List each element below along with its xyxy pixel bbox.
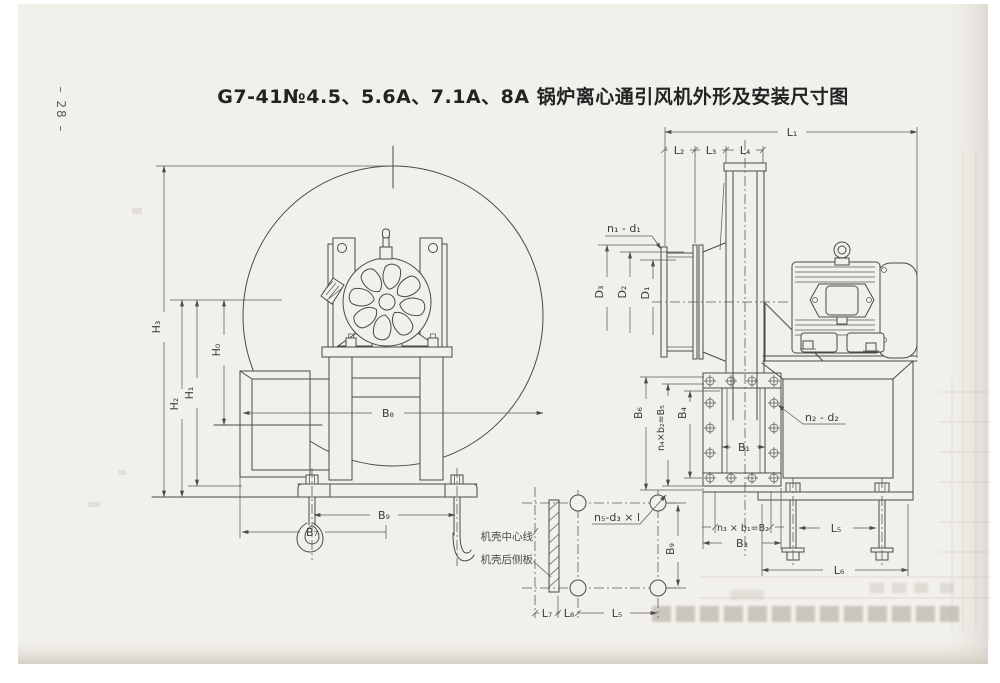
shaft-stub (380, 247, 392, 259)
side-view: L₁ L₂ L₃ L₄ n₁ - d₁ (593, 126, 917, 577)
dim-b8: B₈ (242, 407, 544, 420)
motor-terminal-box (810, 284, 874, 324)
motor-cooling-fins (795, 267, 875, 335)
dim-label-h0: H₀ (210, 343, 223, 356)
dim-label-l1: L₁ (787, 126, 798, 139)
bleed-through-text (652, 583, 959, 622)
bolt-hole (570, 580, 586, 596)
page-title: G7-41№4.5、5.6A、7.1A、8A 锅炉离心通引风机外形及安装尺寸图 (217, 85, 848, 108)
dim-l6: L₆ (762, 504, 908, 577)
dim-label-b2: n₃ × b₁=B₂ (717, 523, 769, 534)
dim-label-h3: H₃ (150, 321, 163, 334)
page-number: – 28 – (54, 87, 68, 134)
dim-b4: B₄ (676, 391, 720, 478)
dim-label-b3: B₃ (736, 537, 748, 550)
dim-label-h1: H₁ (183, 387, 196, 400)
dim-l1: L₁ (664, 126, 918, 139)
dim-label-b9-detail: B₉ (664, 543, 677, 555)
dim-label-b7: B₇ (306, 526, 318, 539)
motor-eye-bolt (834, 242, 850, 265)
dim-label-l6: L₆ (834, 564, 845, 577)
dim-b7: B₇ (241, 525, 386, 539)
dim-label-b9-front: B₉ (378, 509, 390, 522)
dim-l2-l3-l4: L₂ L₃ L₄ (661, 144, 766, 243)
bolt-hole (570, 495, 586, 511)
dim-label-d2: D₂ (616, 286, 629, 299)
outlet-flange (703, 373, 781, 492)
callout-label-n2-d2: n₂ - d₂ (805, 411, 839, 424)
dim-label-l2: L₂ (674, 144, 685, 157)
dim-label-d1: D₁ (639, 287, 652, 300)
dim-label-l5-side: L₅ (831, 522, 842, 535)
page-bottom-shade (18, 640, 988, 664)
dim-b5: n₄×b₂=B₅ (656, 384, 704, 486)
dim-l5-side: L₅ (798, 522, 877, 535)
anchor-bolts-side (782, 478, 893, 566)
dim-b6: B₆ (632, 377, 704, 490)
base-hole-detail: n₅-d₃ × l B₉ L₇ L₈ L₅ 机壳中心线 机 (481, 487, 687, 620)
dim-label-l5-detail: L₅ (612, 607, 623, 620)
dim-label-l4: L₄ (740, 144, 751, 157)
dim-label-h2: H₂ (168, 398, 181, 411)
housing-back-plate-section (549, 500, 559, 592)
dim-h3: H₃ (150, 165, 167, 498)
dim-b9-detail: B₉ (664, 503, 686, 588)
support-legs (152, 357, 477, 497)
anchor-bolts-front (297, 468, 474, 566)
dim-b2: n₃ × b₁=B₂ (702, 492, 784, 534)
dim-h1: H₁ (183, 299, 200, 487)
impeller-support-frame (321, 238, 452, 357)
front-view-dimensions: H₃ H₂ H₁ H₀ B₈ (150, 165, 544, 539)
dim-label-b6: B₆ (632, 406, 645, 419)
dim-label-b1: B₁ (738, 441, 750, 454)
dim-label-b8: B₈ (382, 407, 395, 420)
dim-b3: B₃ (703, 488, 781, 550)
callout-n2-d2: n₂ - d₂ (777, 405, 846, 424)
front-view: H₃ H₂ H₁ H₀ B₈ (150, 146, 543, 566)
dim-h0: H₀ (210, 299, 227, 426)
dim-b1: B₁ (721, 441, 766, 454)
dim-label-d3: D₃ (593, 286, 606, 299)
dim-l7-l8-l5: L₇ L₈ L₅ (532, 596, 658, 620)
dim-label-b5: n₄×b₂=B₅ (656, 405, 667, 451)
motor-feet (800, 333, 884, 352)
dim-h2: H₂ (168, 299, 185, 498)
page-edge-shade (940, 4, 988, 664)
bolt-hole (650, 580, 666, 596)
callout-label-n1-d1: n₁ - d₁ (607, 222, 641, 235)
side-view-dimensions: L₁ L₂ L₃ L₄ n₁ - d₁ (593, 126, 917, 577)
annotation-centerline: 机壳中心线 (481, 530, 534, 543)
callout-n1-d1: n₁ - d₁ (605, 222, 661, 250)
dim-label-l7: L₇ (542, 607, 553, 620)
bleed-through-grid (88, 120, 990, 642)
impeller (343, 229, 431, 346)
dim-d3-d2-d1: D₃ D₂ D₁ (593, 245, 684, 335)
clamp-bracket (321, 278, 344, 304)
dim-b9-front: B₉ (313, 509, 456, 522)
callout-n5-d3: n₅-d₃ × l (592, 494, 666, 524)
motor (763, 242, 917, 361)
dim-label-b4: B₄ (676, 406, 689, 419)
callout-label-n5-d3: n₅-d₃ × l (594, 511, 640, 524)
detail-annotations: 机壳中心线 机壳后侧板 (481, 528, 552, 577)
dim-label-l3: L₃ (706, 144, 717, 157)
annotation-back-plate: 机壳后侧板 (481, 553, 534, 566)
dim-label-l8: L₈ (564, 607, 575, 620)
